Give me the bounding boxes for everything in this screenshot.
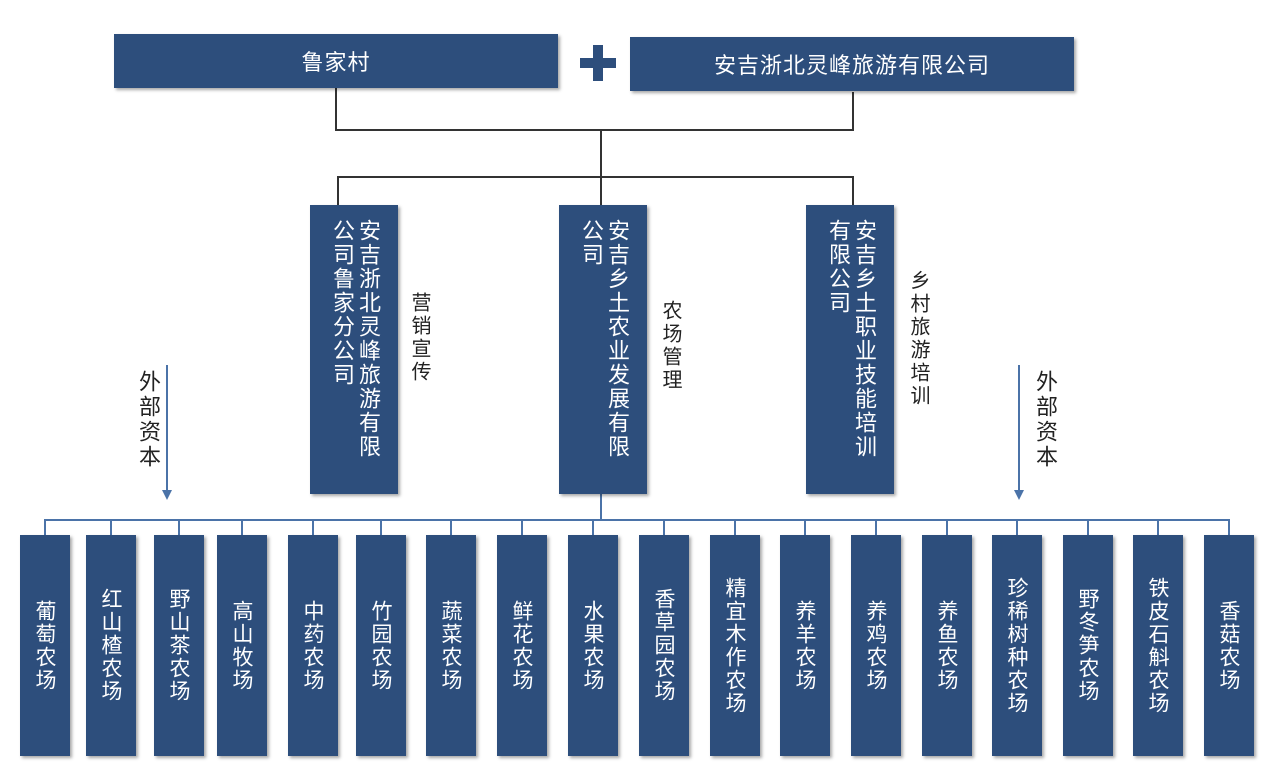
tourism-company-label: 安吉浙北灵峰旅游有限公司: [713, 54, 990, 79]
farm-label: 鲜花农场: [510, 599, 534, 692]
role-agriculture: 农场管理: [659, 300, 683, 392]
farm-box: 养鸡农场: [851, 535, 901, 756]
farm-box: 蔬菜农场: [426, 535, 476, 756]
farm-label: 珍稀树种农场: [1005, 576, 1029, 715]
village-label: 鲁家村: [301, 51, 371, 76]
farm-box: 葡萄农场: [20, 535, 70, 756]
farm-box: 精宜木作农场: [710, 535, 760, 756]
farm-box: 竹园农场: [356, 535, 406, 756]
farm-label: 养鱼农场: [935, 599, 959, 692]
farm-label: 葡萄农场: [33, 599, 57, 692]
company-box-training: 安吉乡土职业技能培训 有限公司: [806, 205, 894, 494]
company-name-training: 安吉乡土职业技能培训 有限公司: [825, 219, 876, 459]
role-training: 乡村旅游培训: [907, 270, 931, 408]
village-box: 鲁家村: [114, 34, 558, 88]
farm-box: 红山楂农场: [86, 535, 136, 756]
farm-box: 养鱼农场: [922, 535, 972, 756]
role-marketing: 营销宣传: [408, 292, 432, 384]
farm-label: 水果农场: [581, 599, 605, 692]
farm-label: 香菇农场: [1217, 599, 1241, 692]
farm-box: 养羊农场: [780, 535, 830, 756]
farm-box: 香菇农场: [1204, 535, 1254, 756]
external-capital-right: 外部资本: [1032, 370, 1057, 470]
farm-label: 野冬笋农场: [1076, 588, 1100, 703]
farm-box: 鲜花农场: [497, 535, 547, 756]
farm-box: 野冬笋农场: [1063, 535, 1113, 756]
farm-label: 精宜木作农场: [723, 576, 747, 715]
plus-icon: [580, 45, 616, 81]
farm-label: 红山楂农场: [99, 588, 123, 703]
farm-label: 竹园农场: [369, 599, 393, 692]
farm-label: 铁皮石斛农场: [1146, 576, 1170, 715]
farm-label: 养鸡农场: [864, 599, 888, 692]
farm-box: 野山茶农场: [154, 535, 204, 756]
farm-label: 香草园农场: [652, 588, 676, 703]
farm-box: 珍稀树种农场: [992, 535, 1042, 756]
external-capital-left: 外部资本: [135, 370, 160, 470]
farm-box: 水果农场: [568, 535, 618, 756]
company-box-agriculture: 安吉乡土农业发展有限 公司: [559, 205, 647, 494]
farm-label: 中药农场: [301, 599, 325, 692]
farm-label: 蔬菜农场: [439, 599, 463, 692]
company-box-marketing: 安吉浙北灵峰旅游有限 公司鲁家分公司: [310, 205, 398, 494]
farm-label: 野山茶农场: [167, 588, 191, 703]
farm-box: 高山牧场: [217, 535, 267, 756]
company-name-marketing: 安吉浙北灵峰旅游有限 公司鲁家分公司: [329, 219, 380, 459]
farm-box: 中药农场: [288, 535, 338, 756]
farm-label: 养羊农场: [793, 599, 817, 692]
company-name-agriculture: 安吉乡土农业发展有限 公司: [578, 219, 629, 459]
farm-box: 铁皮石斛农场: [1133, 535, 1183, 756]
farm-box: 香草园农场: [639, 535, 689, 756]
tourism-company-box: 安吉浙北灵峰旅游有限公司: [630, 37, 1074, 91]
farm-label: 高山牧场: [230, 599, 254, 692]
